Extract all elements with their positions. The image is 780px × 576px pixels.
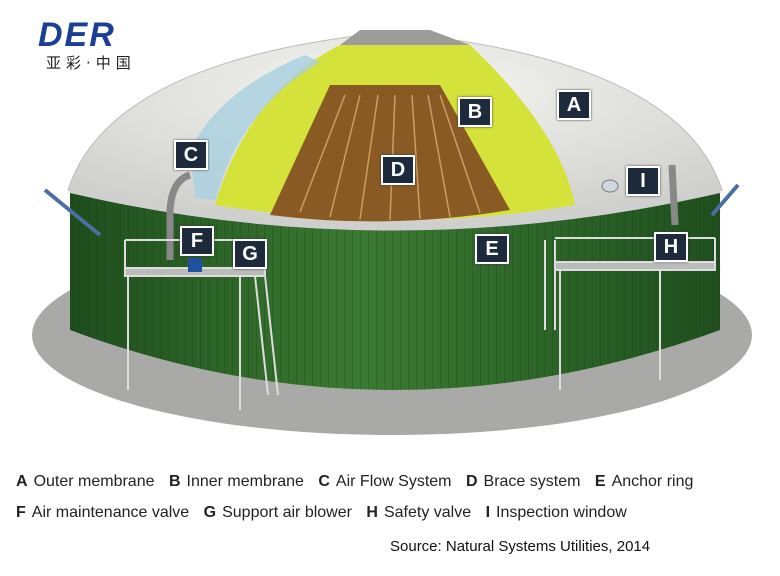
marker-e: E [475,234,509,264]
air-flow-channel [190,55,320,200]
der-logo: DER 亚彩·中国 [38,18,168,73]
brace-system [270,85,510,222]
marker-c: C [174,140,208,170]
logo-subtitle: 亚彩·中国 [46,54,136,72]
marker-g: G [233,239,267,269]
marker-i: I [626,166,660,196]
marker-h: H [654,232,688,262]
marker-b: B [458,97,492,127]
safety-valve-device-left [43,188,102,237]
marker-d: D [381,155,415,185]
support-air-blower [188,258,202,272]
source-caption: Source: Natural Systems Utilities, 2014 [390,538,651,555]
air-flow-pipe [166,164,679,260]
inspection-window [601,179,619,193]
safety-valve-device-right [710,183,740,217]
marker-a: A [557,90,591,120]
logo-word: DER [38,16,116,54]
platform-right [544,237,716,390]
marker-f: F [180,226,214,256]
